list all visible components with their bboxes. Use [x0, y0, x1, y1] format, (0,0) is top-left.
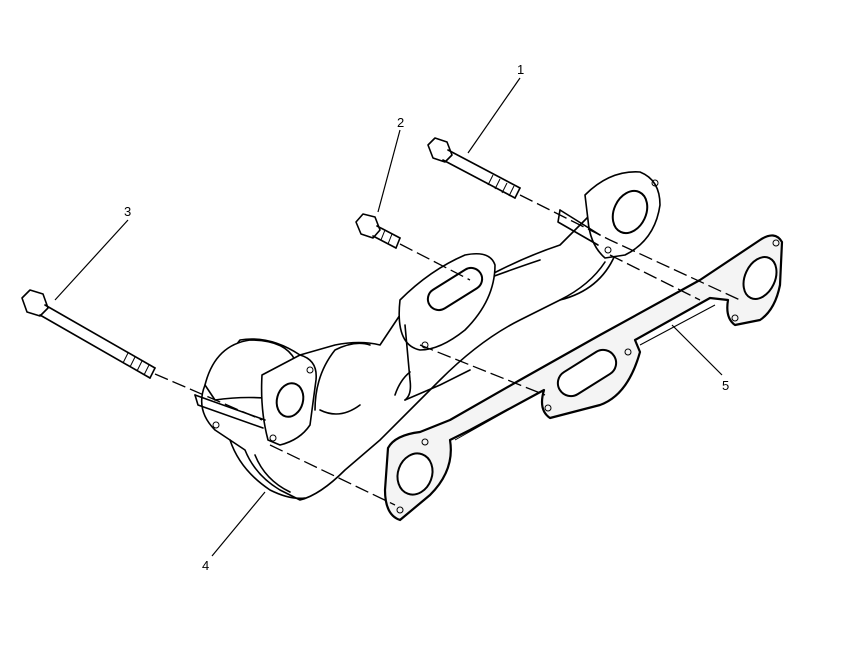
exhaust-manifold — [194, 171, 661, 501]
callout-4: 4 — [202, 558, 209, 573]
callout-3: 3 — [124, 204, 131, 219]
bolt-1 — [427, 137, 521, 199]
leader-lines — [54, 77, 723, 557]
manifold-gasket — [383, 234, 784, 522]
alignment-lines — [154, 194, 741, 506]
callout-1: 1 — [517, 62, 524, 77]
callout-5: 5 — [722, 378, 729, 393]
bolt-3 — [21, 289, 156, 379]
callout-2: 2 — [397, 115, 404, 130]
bolt-2 — [355, 213, 401, 249]
